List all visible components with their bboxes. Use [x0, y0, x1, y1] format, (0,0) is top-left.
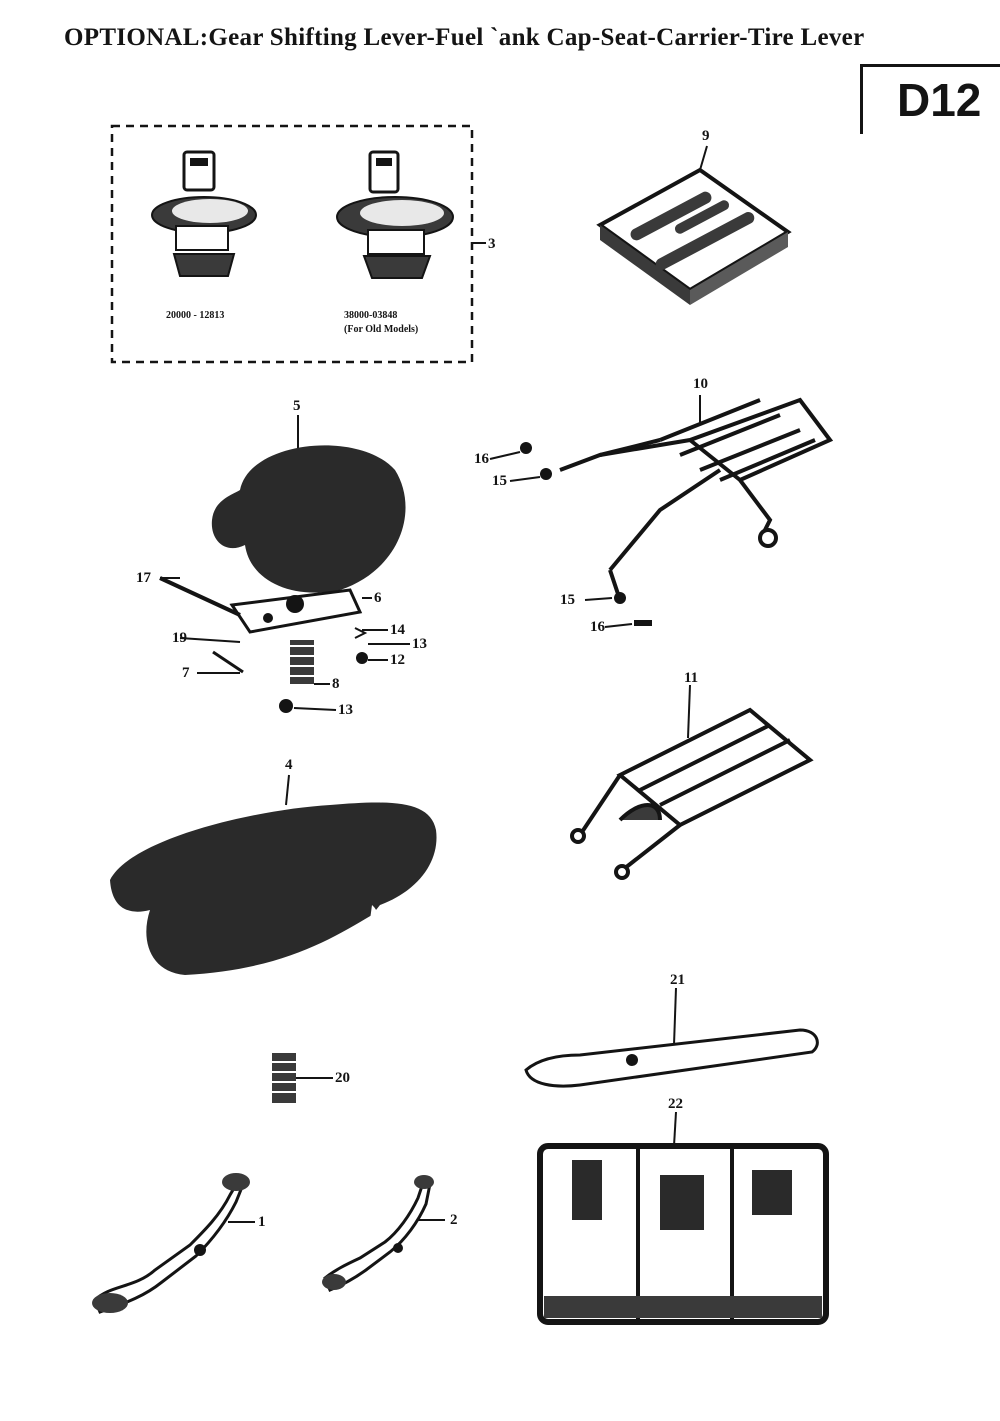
- fasteners-15-16-top: [489, 442, 552, 482]
- callout-14: 14: [390, 622, 405, 638]
- callout-12: 12: [390, 652, 405, 668]
- callout-11: 11: [684, 670, 699, 686]
- callout-10: 10: [693, 376, 708, 392]
- callout-3: 3: [488, 236, 496, 252]
- callout-8: 8: [332, 676, 340, 692]
- fuel-cap-left-part-number: 20000 - 12813: [166, 310, 225, 321]
- callout-16-bottom: 16: [590, 619, 605, 635]
- seat-leaders: [160, 577, 410, 711]
- callout-7: 7: [182, 665, 190, 681]
- tool-bag-22: [537, 1111, 829, 1325]
- callout-21: 21: [670, 972, 685, 988]
- callout-13-right: 13: [412, 636, 427, 652]
- fuel-cap-right: [336, 150, 454, 279]
- callout-20: 20: [335, 1070, 350, 1086]
- callout-19: 19: [172, 630, 187, 646]
- callout-22: 22: [668, 1096, 683, 1112]
- callout-2: 2: [450, 1212, 458, 1228]
- callout-5: 5: [293, 398, 301, 414]
- tire-lever-21: [524, 987, 819, 1088]
- plate-id-box: D12: [860, 64, 1000, 134]
- callout-6: 6: [374, 590, 382, 606]
- solo-seat-5: [159, 415, 406, 713]
- fuel-cap-left: [151, 150, 257, 277]
- rear-carrier-11: [570, 684, 814, 880]
- callout-16-top: 16: [474, 451, 489, 467]
- callout-17: 17: [136, 570, 151, 586]
- rear-carrier-10: [559, 395, 834, 601]
- callout-15-top: 15: [492, 473, 507, 489]
- fuel-cap-right-note: (For Old Models): [344, 324, 419, 335]
- callout-4: 4: [285, 757, 293, 773]
- page-title: OPTIONAL:Gear Shifting Lever-Fuel `ank C…: [64, 24, 865, 51]
- callout-1: 1: [258, 1214, 266, 1230]
- gear-shift-lever-2: [322, 1175, 445, 1292]
- gear-shift-lever-1: [92, 1173, 255, 1314]
- plate-id: D12: [897, 74, 982, 126]
- callout-15-bottom: 15: [560, 592, 575, 608]
- callout-9: 9: [702, 128, 710, 144]
- callout-13-bottom: 13: [338, 702, 353, 718]
- carrier-plate-9: [596, 145, 792, 305]
- dual-seat-4: [110, 774, 437, 975]
- fuel-cap-right-part-number: 38000-03848: [344, 310, 398, 321]
- spring-20: [272, 1053, 333, 1103]
- fasteners-15-16-bottom: [584, 592, 652, 628]
